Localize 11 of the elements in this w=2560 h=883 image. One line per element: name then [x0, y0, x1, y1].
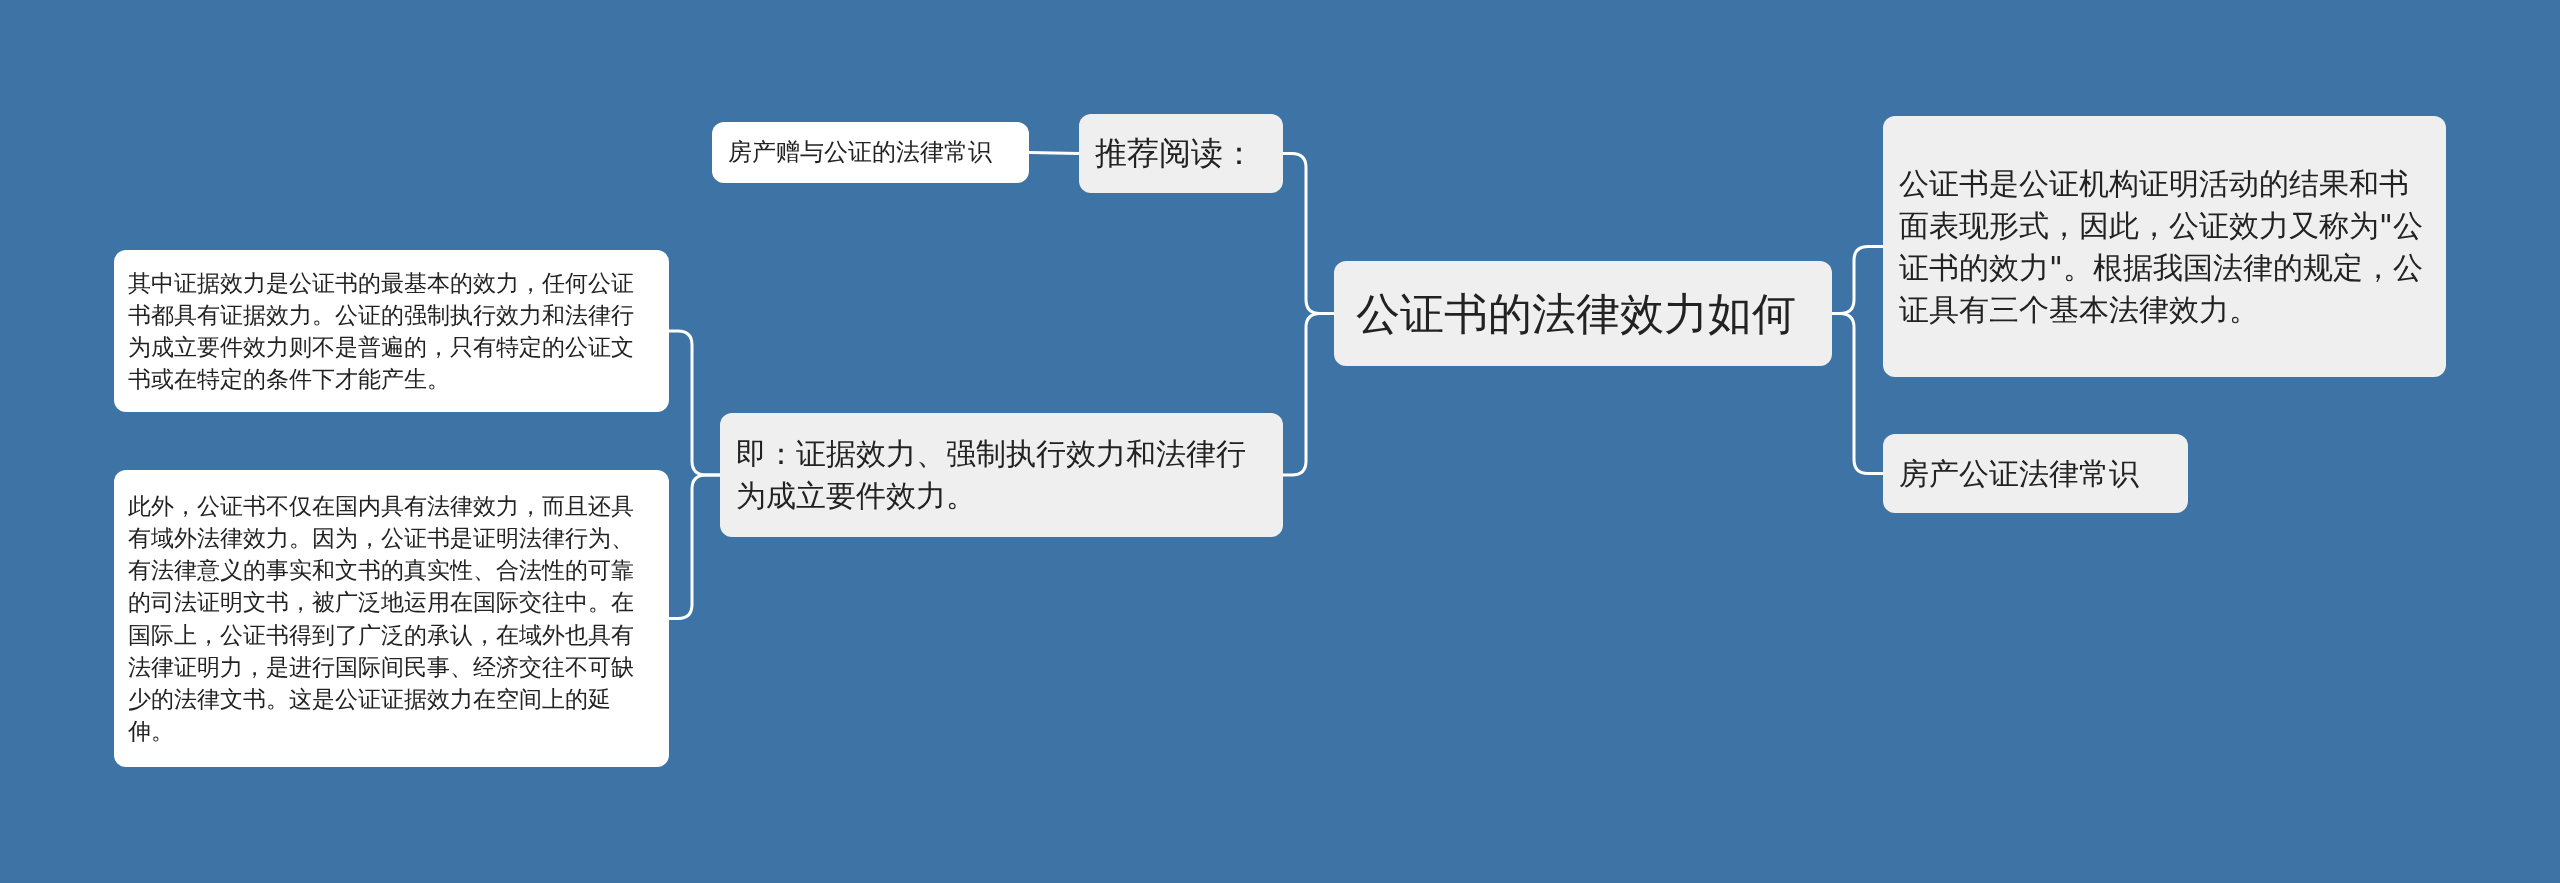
branch-box: 即：证据效力、强制执行效力和法律行为成立要件效力。 — [720, 413, 1283, 537]
link-box: 房产赠与公证的法律常识 — [712, 122, 1029, 183]
branch-box: 公证书是公证机构证明活动的结果和书面表现形式，因此，公证效力又称为"公证书的效力"。根据我国法律的规定，公证具有三个基本法律效力。 — [1883, 116, 2446, 377]
topic-box: 公证书的法律效力如何 — [1334, 261, 1832, 366]
connector-line — [1028, 151, 1080, 155]
branch-box: 推荐阅读： — [1079, 114, 1283, 193]
note-box: 此外，公证书不仅在国内具有法律效力，而且还具有域外法律效力。因为，公证书是证明法律行为、有法律意义的事实和文书的真实性、合法性的可靠的司法证明文书，被广泛地运用在国际交往中。在国际上，公证书得到了广泛的承认，在域外也具有法律证明力，是进行国际间民事、经济交往不可缺少的法律文书。这是公证证据效力在空间上的延伸。 — [114, 470, 669, 767]
branch-box: 房产公证法律常识 — [1883, 434, 2188, 513]
note-box: 其中证据效力是公证书的最基本的效力，任何公证书都具有证据效力。公证的强制执行效力和法律行为成立要件效力则不是普遍的，只有特定的公证文书或在特定的条件下才能产生。 — [114, 250, 669, 412]
connector-line — [669, 473, 720, 620]
connector-line — [1283, 312, 1334, 477]
